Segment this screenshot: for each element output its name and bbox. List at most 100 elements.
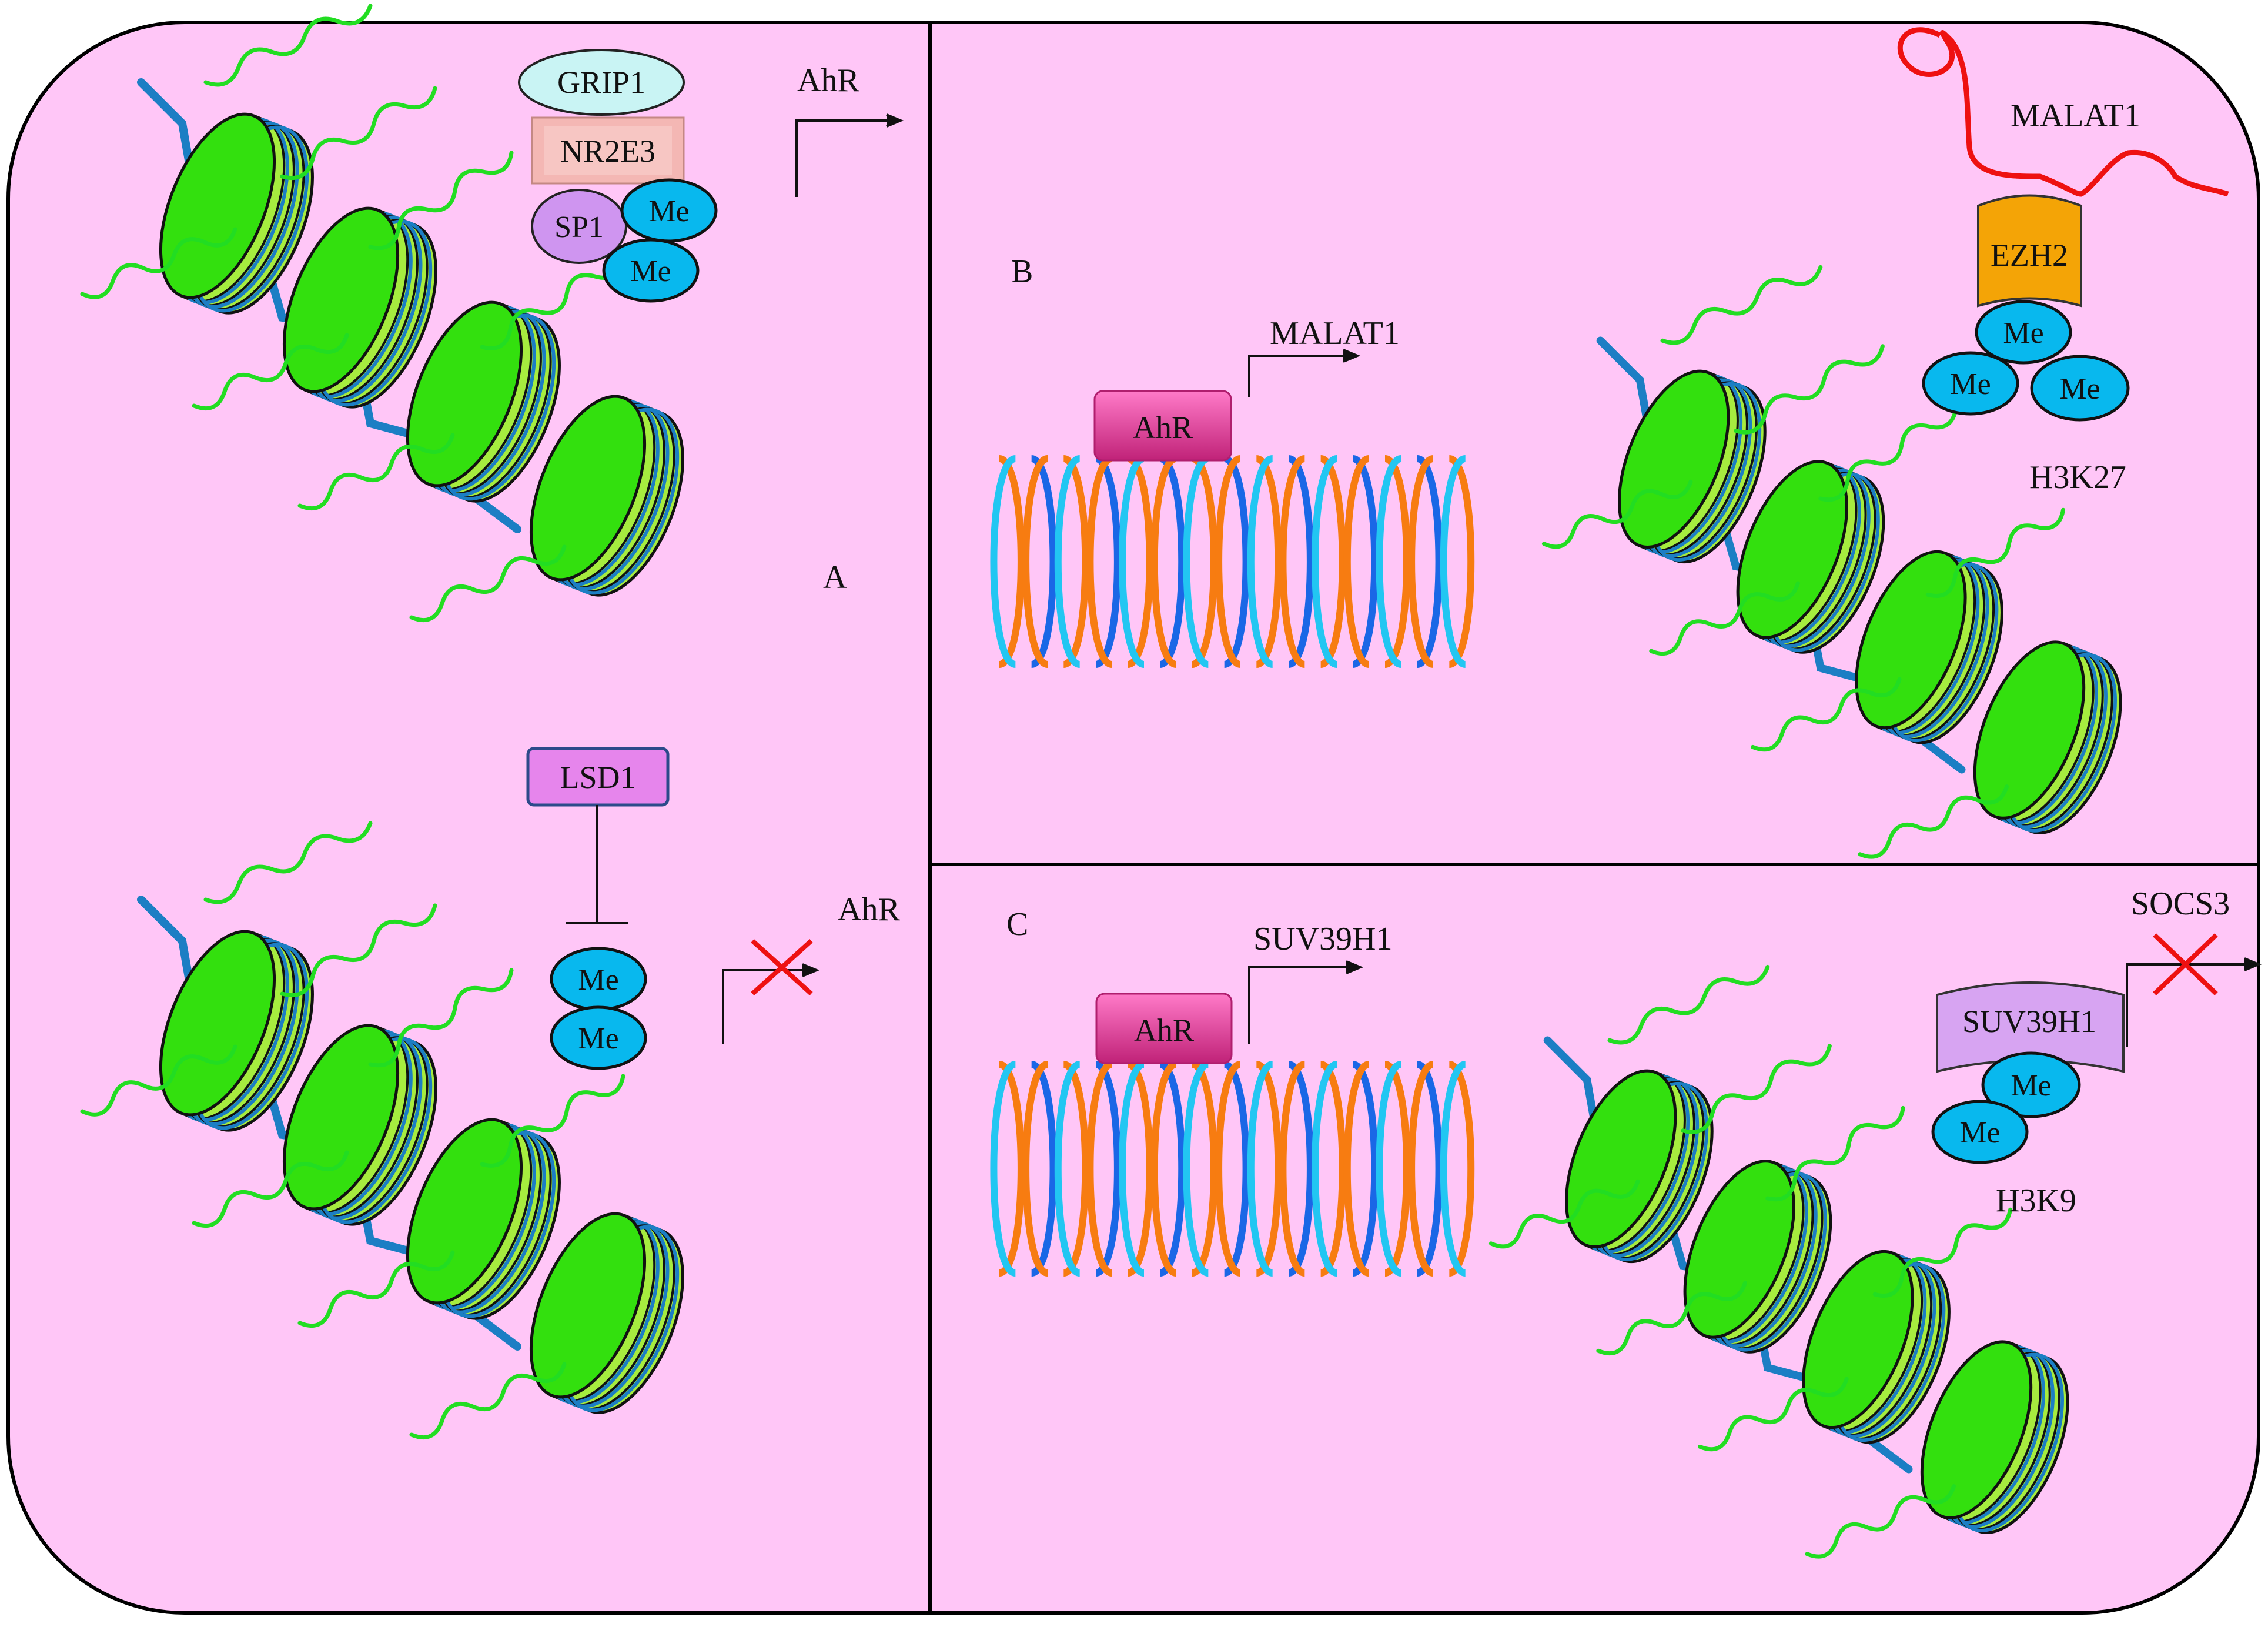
ahr-gene-label-a-blocked: AhR [838,891,900,928]
helix-strand [1150,455,1178,668]
suv39h1-enzyme-label: SUV39H1 [1962,1004,2096,1039]
panel-c-letter: C [1006,906,1028,943]
helix-strand [1352,1061,1379,1277]
histone-tail [192,1150,349,1228]
nucleosome [1920,1340,2069,1534]
nr2e3-label: NR2E3 [560,133,655,169]
helix-strand [1159,1061,1186,1277]
histone-tail [480,256,625,350]
helix-strand [1440,455,1467,668]
me-label-a4: Me [578,1022,618,1055]
nucleosome [1802,1250,1951,1444]
inhibition-bar [566,805,628,924]
chromatin-fiber-b [1541,265,2122,859]
malat1-gene-label: MALAT1 [1270,315,1400,352]
helix-strand [1343,1061,1370,1277]
nucleosome [1973,640,2122,834]
helix-strand [1215,1061,1242,1277]
transcription-arrow-b [1248,349,1361,397]
helix-strand [1287,1061,1314,1277]
helix-strand [1416,1061,1443,1277]
helix-strand [990,455,1017,668]
histone-tail [1805,1484,1956,1559]
me-mark-b1 [1975,300,2072,365]
helix-strand [1384,455,1410,668]
helix-strand [1247,455,1274,668]
me-mark-b3 [2030,355,2130,422]
nucleosome [282,206,437,409]
helix-strand [1247,1061,1274,1277]
sp1-shape [531,189,627,264]
helix-strand [1255,455,1282,668]
helix-strand [1119,455,1145,668]
malat1-rna-label: MALAT1 [2011,98,2140,134]
helix-strand [1022,455,1049,668]
histone-tail [1488,1179,1640,1249]
transcription-arrow-a-active [795,113,904,197]
helix-strand [1376,455,1403,668]
nucleosome [1855,550,2003,744]
histone-tail [203,4,373,87]
me-mark-c1 [1981,1051,2081,1118]
helix-strand [1159,455,1186,668]
histone-tail [297,433,455,510]
helix-strand [1215,455,1242,668]
histone-tail [1698,1377,1849,1452]
helix-strand [1223,1061,1250,1277]
histone-tail [203,821,373,904]
histone-tail [1649,581,1800,656]
chromatin-fiber-a-repressed [80,821,684,1439]
chromatin-fiber-c [1488,964,2069,1559]
sp1-label: SP1 [554,211,604,244]
helix-strand [1384,1061,1410,1277]
me-label-a3: Me [578,963,618,997]
me-mark-a2 [602,238,700,303]
ezh2-shape [1977,194,2082,308]
helix-strand [1223,455,1250,668]
histone-tail [80,227,237,299]
helix-strand [1126,1061,1153,1277]
me-mark-c2 [1931,1100,2029,1164]
dna-helix-b [990,455,1475,668]
helix-strand [1191,1061,1217,1277]
nr2e3-shape [531,116,685,185]
nucleosome [159,112,314,315]
histone-tail [280,86,437,181]
ezh2-label: EZH2 [1991,238,2068,273]
histone-tail [80,1044,237,1117]
me-label-a1: Me [648,195,689,228]
h3k27-label: H3K27 [2029,459,2126,496]
histone-tail [409,1362,567,1439]
histone-tail [368,151,514,250]
helix-strand [1086,455,1113,668]
nucleosome [529,1212,684,1414]
active-complex-a: GRIP1 NR2E3 SP1 Me Me [518,49,718,303]
helix-strand [1408,1061,1434,1277]
histone-tail [1858,784,2009,859]
helix-strand [1416,455,1443,668]
histone-tail [1765,1105,1905,1202]
panel-b-letter: B [1011,253,1033,290]
helix-strand [1448,1061,1475,1277]
helix-strand [1054,455,1081,668]
histone-tail [280,903,437,998]
me-mark-a4 [550,1005,647,1070]
helix-strand [1448,455,1475,668]
block-cross-c [2153,933,2218,995]
lsd1-label: LSD1 [560,760,635,795]
histone-tail [409,544,567,622]
histone-tail [1925,507,2066,598]
helix-strand [990,1061,1017,1277]
helix-strand [1022,1061,1049,1277]
helix-strand [1255,1061,1282,1277]
dna-helix-c [990,1061,1475,1277]
helix-strand [1279,1061,1306,1277]
helix-strand [1440,1061,1467,1277]
helix-strand [1408,455,1434,668]
histone-tail [1751,677,1902,752]
ahr-label-c: AhR [1134,1013,1194,1048]
me-label-b3: Me [2059,372,2100,406]
me-label-a2: Me [630,255,671,288]
nucleosome [406,300,561,503]
